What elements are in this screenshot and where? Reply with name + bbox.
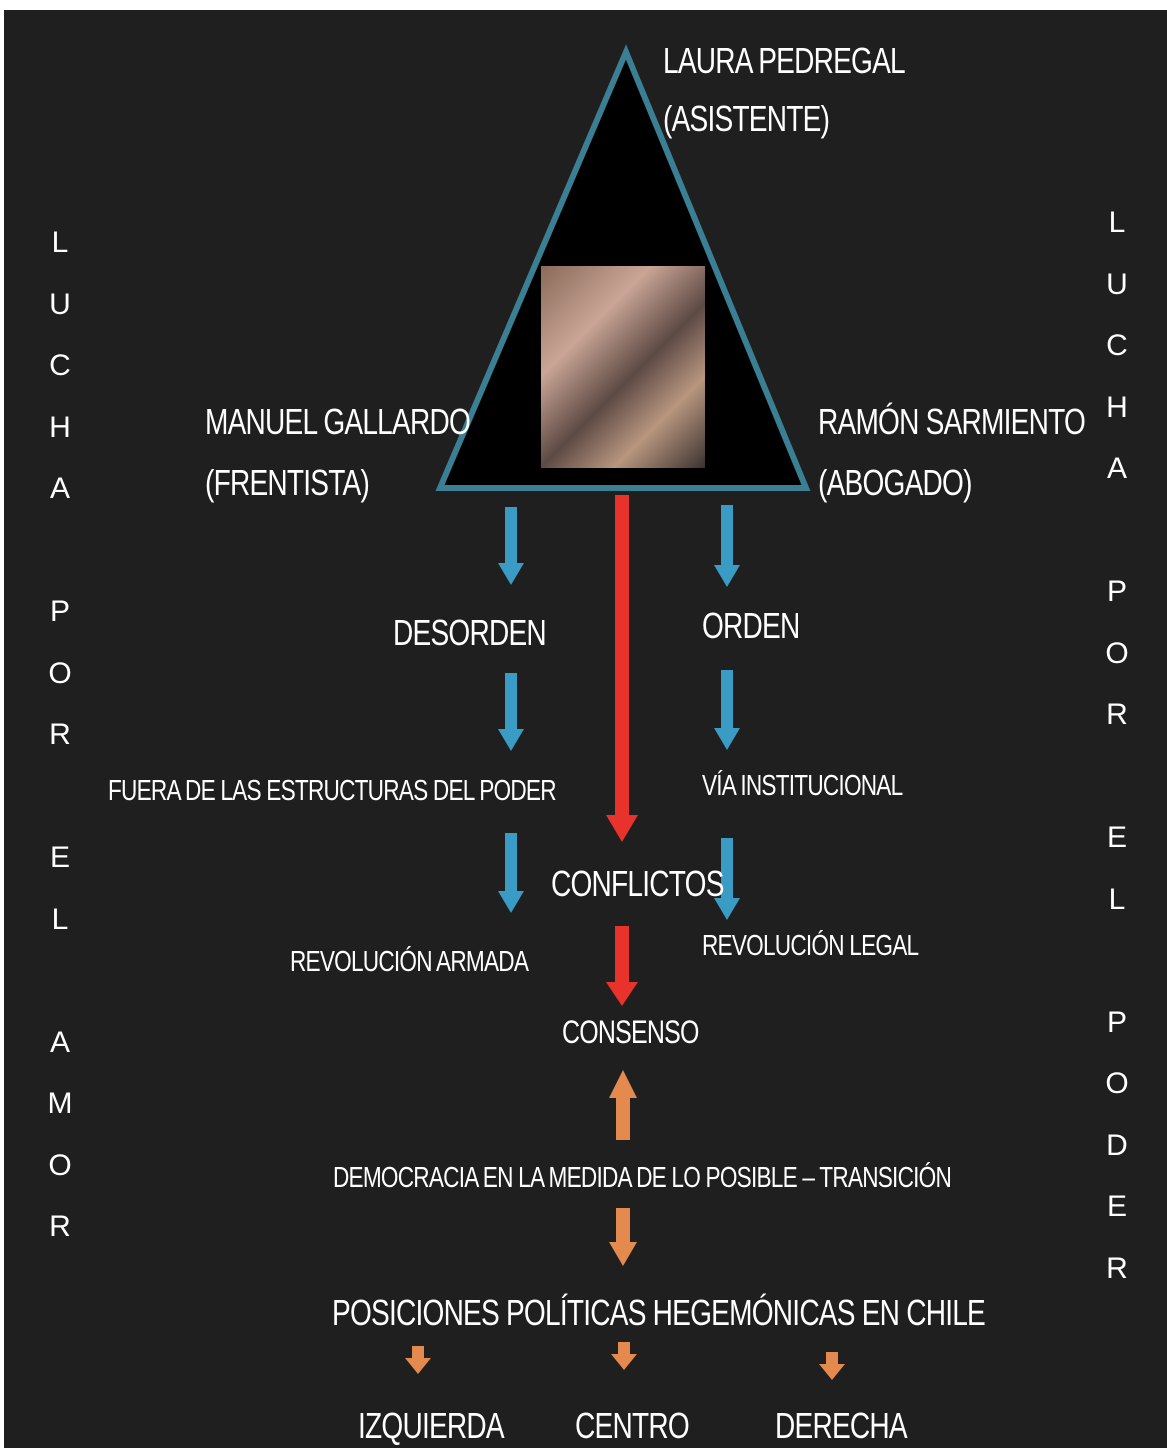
side-letter: O [1105,1067,1129,1100]
label-derecha: DERECHA [775,1405,908,1446]
red-arrow-1 [606,495,638,842]
side-letter: E [49,841,70,874]
side-letter: R [1106,698,1128,731]
right-label-line1: RAMÓN SARMIENTO [818,401,1086,442]
right-label-line2: (ABOGADO) [818,462,972,503]
side-letter: P [1106,1005,1127,1039]
blue-arrow-left-2 [498,673,524,751]
side-letter: P [1106,575,1127,608]
label-fuera-estructuras: FUERA DE LAS ESTRUCTURAS DEL PODER [108,775,557,807]
blue-arrow-right-1 [714,505,740,587]
side-letter: D [1106,1128,1128,1162]
film-still-image [541,266,705,468]
side-letter: L [1108,206,1126,239]
side-letter: L [51,226,69,259]
label-conflictos: CONFLICTOS [551,863,724,904]
side-letter: P [49,595,70,628]
side-letter: O [1105,636,1129,670]
orange-arrow-derecha [819,1352,845,1380]
side-letter: L [1108,882,1126,916]
red-arrow-2 [606,926,638,1006]
side-letter: H [49,410,71,444]
side-letter: L [51,902,69,936]
label-orden: ORDEN [702,605,800,646]
side-letter: A [1106,452,1127,485]
side-letter: U [1106,267,1128,301]
side-letter: O [48,1148,72,1182]
label-via-institucional: VÍA INSTITUCIONAL [702,770,903,802]
side-letter: C [49,349,71,382]
blue-arrow-right-2 [714,670,740,750]
label-revolucion-legal: REVOLUCIÓN LEGAL [702,930,919,962]
side-letter: C [1106,329,1128,362]
side-letter: R [1106,1251,1128,1285]
side-letter: E [1106,1190,1127,1223]
orange-arrow-centro [611,1342,637,1370]
label-izquierda: IZQUIERDA [358,1405,505,1446]
left-label-line2: (FRENTISTA) [205,462,370,503]
left-label-line1: MANUEL GALLARDO [205,401,471,442]
side-letter: H [1106,390,1128,424]
top-label-line2: (ASISTENTE) [663,98,830,139]
top-label-line1: LAURA PEDREGAL [663,40,906,81]
label-desorden: DESORDEN [393,612,547,653]
label-centro: CENTRO [575,1405,690,1446]
side-letter: M [47,1087,73,1120]
blue-arrow-right-3 [714,838,740,920]
label-revolucion-armada: REVOLUCIÓN ARMADA [290,946,529,978]
side-letter: A [49,1025,70,1059]
orange-arrow-up [609,1070,637,1140]
side-letter: E [1106,821,1127,854]
side-letter: O [48,656,72,690]
orange-arrow-izquierda [405,1346,431,1374]
label-consenso: CONSENSO [562,1014,699,1050]
blue-arrow-left-1 [498,507,524,585]
side-letter: A [49,472,70,505]
side-letter: R [49,718,71,751]
label-democracia-transicion: DEMOCRACIA EN LA MEDIDA DE LO POSIBLE – … [333,1162,952,1194]
label-posiciones-politicas: POSICIONES POLÍTICAS HEGEMÓNICAS EN CHIL… [332,1292,986,1333]
side-letter: U [49,287,71,321]
blue-arrow-left-3 [498,833,524,913]
side-letter: R [49,1210,71,1243]
orange-arrow-down [609,1208,637,1266]
